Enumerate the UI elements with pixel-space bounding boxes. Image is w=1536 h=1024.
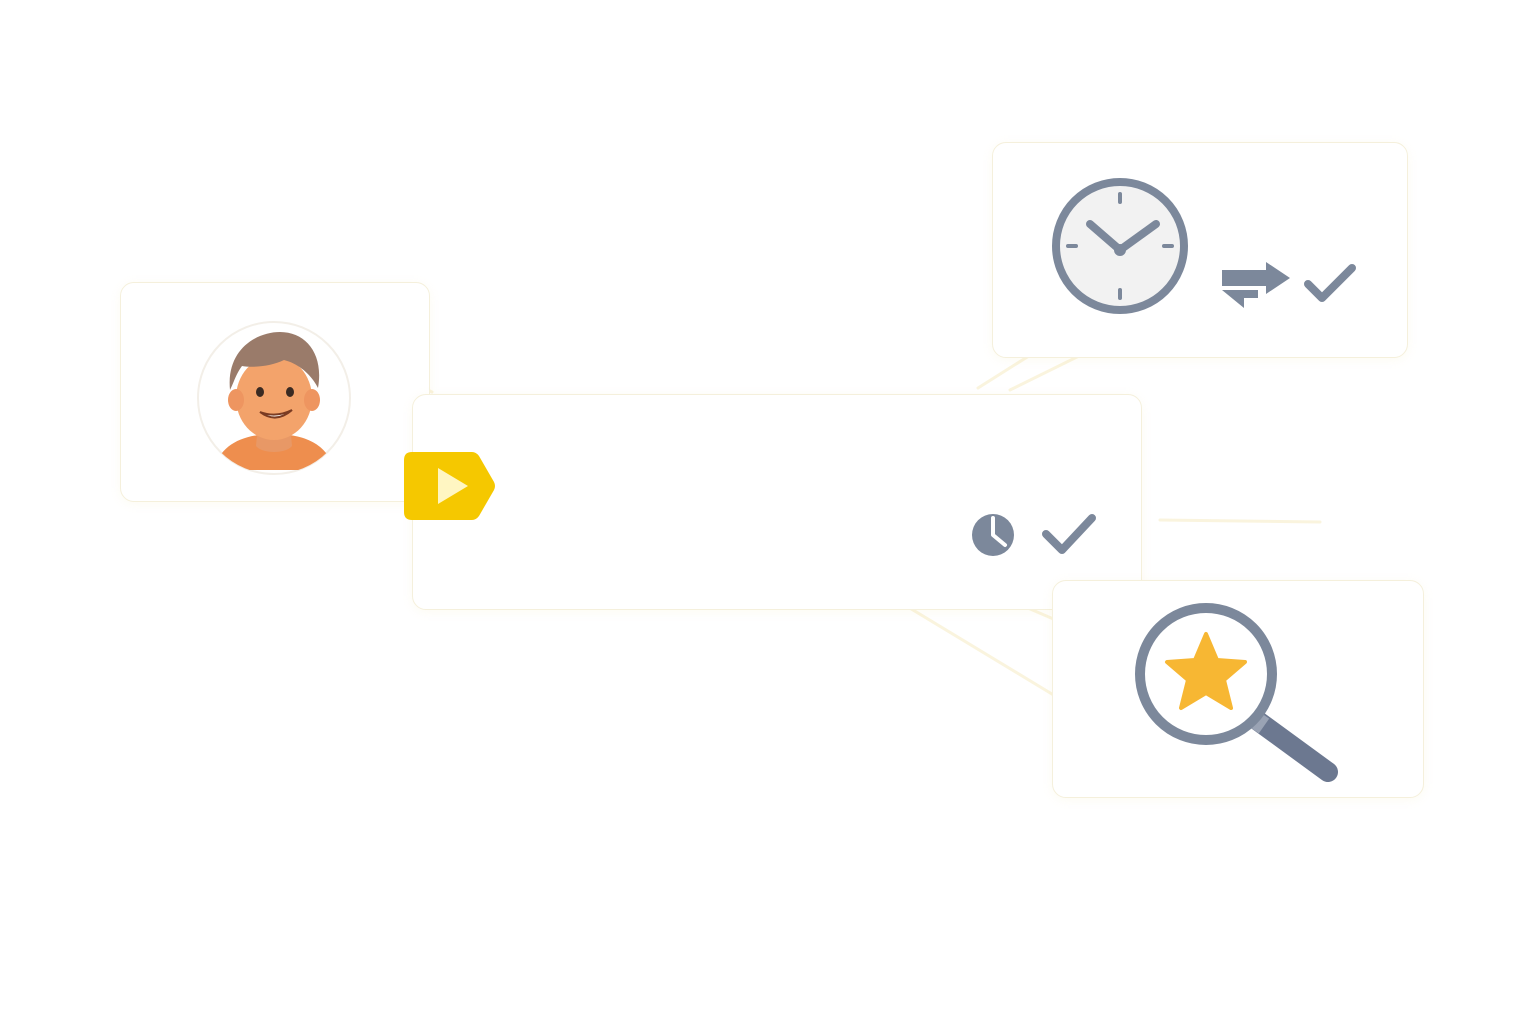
swap-arrows-icon [1218,260,1294,310]
search-star-icon [1128,600,1344,786]
avatar [196,320,352,476]
check-icon [1040,512,1098,556]
play-tag-icon[interactable] [402,450,498,522]
main-card [412,394,1142,610]
check-icon [1302,262,1358,304]
pie-clock-icon [968,512,1018,558]
clock-icon [1048,176,1192,316]
